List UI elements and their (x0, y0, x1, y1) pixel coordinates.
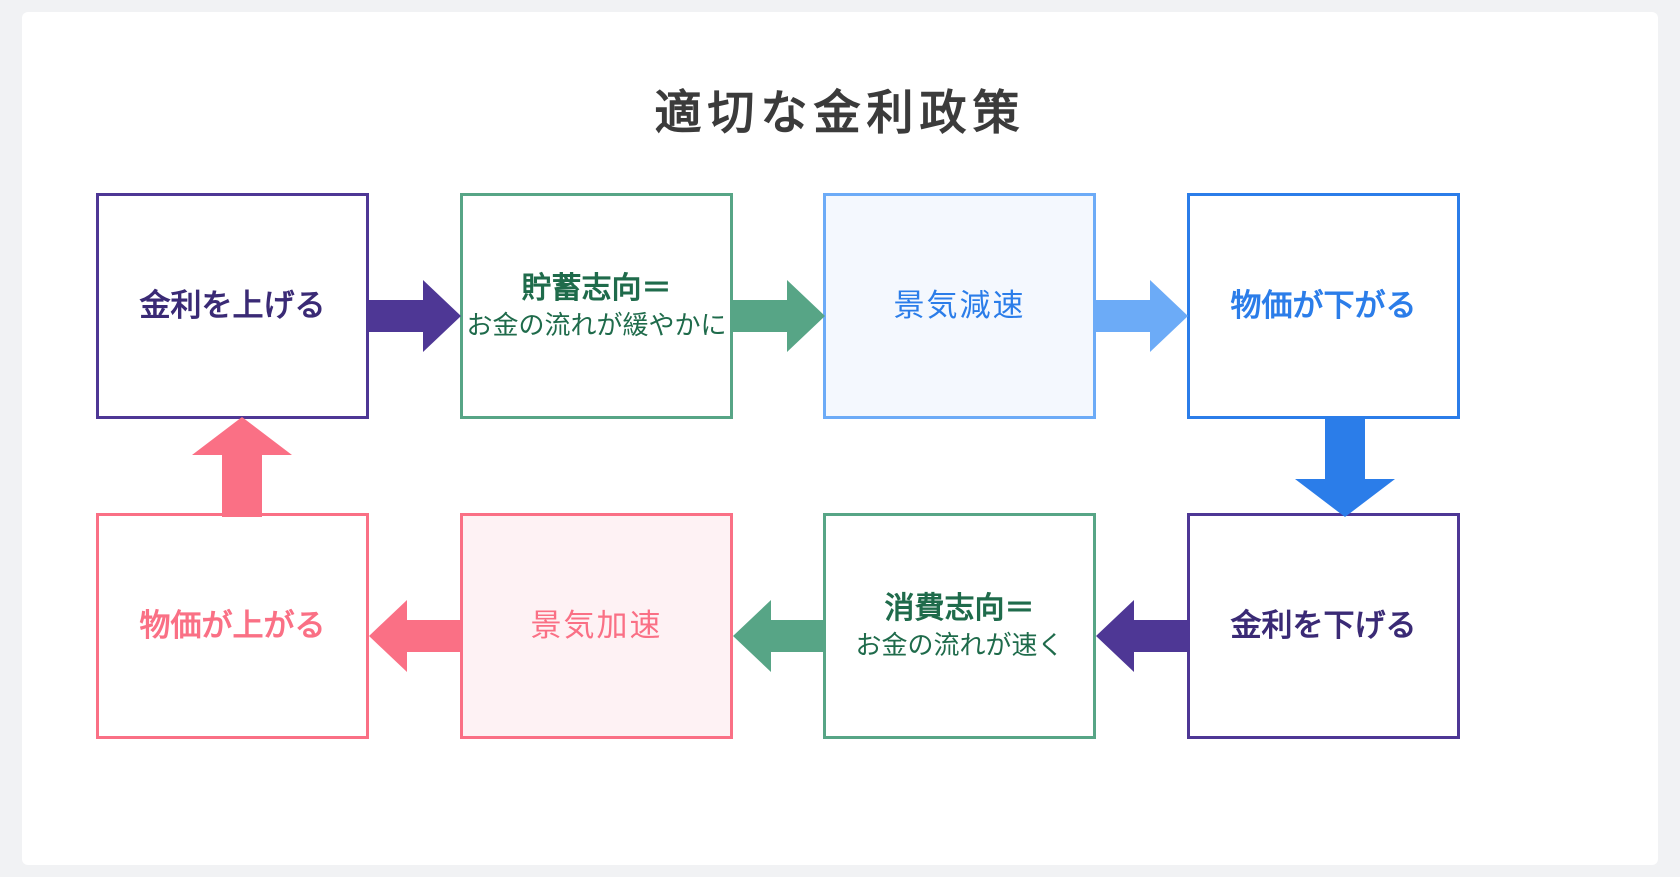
flow-box-price-up[interactable]: 物価が上がる (96, 513, 369, 739)
flow-box-spending-label: 消費志向＝ (884, 592, 1035, 626)
arrow-left-icon-spending-to-accel (733, 600, 825, 672)
arrow-left-icon-accel-to-price-up (369, 600, 461, 672)
flow-box-accel-label: 景気加速 (530, 608, 663, 644)
diagram-canvas: 適切な金利政策 金利を上げる 貯蓄志向＝ お金の流れが緩やかに 景気減速 物価が… (22, 12, 1658, 865)
flow-box-price-down-label: 物価が下がる (1230, 288, 1417, 324)
arrow-down-icon-price-down-to-rate-down (1295, 417, 1395, 517)
flow-box-saving[interactable]: 貯蓄志向＝ お金の流れが緩やかに (460, 193, 733, 419)
arrow-right-icon-rate-up-to-saving (369, 280, 461, 352)
flow-box-price-up-label: 物価が上がる (139, 608, 326, 644)
arrow-right-icon-slowdown-to-price-down (1096, 280, 1188, 352)
flow-box-rate-down[interactable]: 金利を下げる (1187, 513, 1460, 739)
flow-box-rate-down-label: 金利を下げる (1230, 608, 1417, 644)
flow-box-price-down[interactable]: 物価が下がる (1187, 193, 1460, 419)
flow-box-accel[interactable]: 景気加速 (460, 513, 733, 739)
flow-box-spending[interactable]: 消費志向＝ お金の流れが速く (823, 513, 1096, 739)
flow-box-saving-sublabel: お金の流れが緩やかに (466, 309, 727, 340)
flow-box-slowdown-label: 景気減速 (893, 288, 1026, 324)
flow-box-rate-up[interactable]: 金利を上げる (96, 193, 369, 419)
flow-box-rate-up-label: 金利を上げる (139, 288, 326, 324)
flow-box-slowdown[interactable]: 景気減速 (823, 193, 1096, 419)
arrow-right-icon-saving-to-slowdown (733, 280, 825, 352)
flow-box-saving-label: 貯蓄志向＝ (521, 272, 672, 306)
arrow-up-icon-price-up-to-rate-up (192, 417, 292, 517)
flow-box-spending-sublabel: お金の流れが速く (855, 629, 1064, 660)
page-title: 適切な金利政策 (654, 86, 1026, 139)
arrow-left-icon-rate-down-to-spending (1096, 600, 1188, 672)
